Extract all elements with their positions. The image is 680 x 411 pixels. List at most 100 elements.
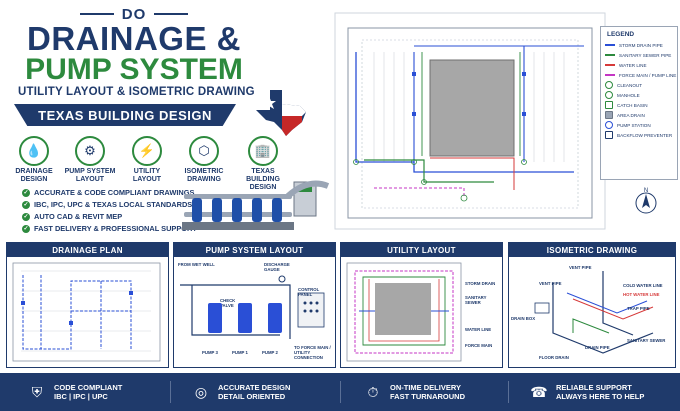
legend-label: CATCH BASIN [617, 102, 648, 108]
catch-basin-icon [605, 101, 613, 109]
pump-icon: ⚙ [75, 136, 105, 166]
service-texas-building-design: 🏢 TEXAS BUILDING DESIGN [237, 136, 289, 192]
footer-line-2: DETAIL ORIENTED [218, 392, 286, 401]
service-label: ISOMETRIC DRAWING [184, 168, 224, 183]
footer-line-1: ACCURATE DESIGN [218, 382, 291, 392]
plug-icon: ⚡ [132, 136, 162, 166]
drop-icon: 💧 [19, 136, 49, 166]
feature-item: ✓ FAST DELIVERY & PROFESSIONAL SUPPORT [22, 224, 202, 233]
feature-item: ✓ AUTO CAD & REVIT MEP [22, 212, 202, 221]
headset-icon: ☎ [530, 383, 548, 400]
footer-line-1: ON-TIME DELIVERY [390, 382, 461, 392]
service-label: PUMP SYSTEM LAYOUT [64, 168, 116, 183]
feature-text: AUTO CAD & REVIT MEP [34, 212, 123, 221]
cube-icon: ⬡ [189, 136, 219, 166]
pump-system-card: PUMP SYSTEM LAYOUT FROM WET WELL DISCHAR… [173, 242, 336, 368]
north-arrow-icon: N [635, 188, 657, 214]
hot-water-label: HOT WATER LINE [623, 292, 660, 297]
pump-1-label: PUMP 1 [232, 350, 248, 355]
divider [154, 13, 189, 15]
feature-item: ✓ IBC, IPC, UPC & TEXAS LOCAL STANDARDS [22, 200, 202, 209]
divider [79, 13, 114, 15]
site-drainage-plan [334, 12, 606, 230]
legend-panel: LEGEND STORM DRAIN PIPE SANITARY SEWER P… [600, 26, 678, 180]
footer-line-1: CODE COMPLIANT [54, 382, 123, 392]
subtitle: UTILITY LAYOUT & ISOMETRIC DRAWING [18, 86, 255, 98]
texas-flag-icon [256, 90, 306, 136]
service-isometric-drawing: ⬡ ISOMETRIC DRAWING [178, 136, 230, 184]
utility-plan-drawing [346, 262, 462, 362]
to-force-main-label: TO FORCE MAIN / UTILITY CONNECTION [294, 345, 331, 360]
target-icon: ◎ [194, 383, 208, 400]
footer-divider [340, 381, 341, 403]
sanitary-sewer-label: SANITARY SEWER [627, 338, 666, 343]
sanitary-sewer-label: SANITARY SEWER [465, 295, 487, 305]
check-icon: ✓ [22, 212, 30, 221]
pump-station-icon [605, 121, 613, 129]
cleanout-icon [605, 81, 613, 89]
footer-divider [508, 381, 509, 403]
pump-skid-illustration [182, 180, 330, 230]
legend-item: STORM DRAIN PIPE [601, 40, 677, 50]
legend-item: WATER LINE [601, 60, 677, 70]
feature-item: ✓ ACCURATE & CODE COMPLIANT DRAWINGS [22, 188, 202, 197]
drainage-plan-drawing [12, 262, 161, 362]
legend-item: AREA DRAIN [601, 110, 677, 120]
legend-label: AREA DRAIN [617, 112, 645, 118]
card-title: ISOMETRIC DRAWING [509, 243, 675, 257]
building-icon: 🏢 [248, 136, 278, 166]
service-label: TEXAS BUILDING DESIGN [246, 168, 280, 191]
from-wet-well-label: FROM WET WELL [178, 262, 215, 267]
manhole-icon [605, 91, 613, 99]
feature-text: FAST DELIVERY & PROFESSIONAL SUPPORT [34, 224, 197, 233]
legend-label: STORM DRAIN PIPE [619, 42, 663, 48]
title-line-1: DRAINAGE & [26, 20, 241, 57]
card-title: DRAINAGE PLAN [7, 243, 168, 257]
service-drainage-design: 💧 DRAINAGE DESIGN [8, 136, 60, 184]
discharge-gauge-label: DISCHARGE GAUGE [264, 262, 290, 272]
footer-line-2: ALWAYS HERE TO HELP [556, 392, 645, 401]
area-drain-icon [605, 111, 613, 119]
drainage-plan-card: DRAINAGE PLAN [6, 242, 169, 368]
legend-item: SANITARY SEWER PIPE [601, 50, 677, 60]
pump-schematic [180, 275, 325, 339]
shield-check-icon: ⛨ [31, 383, 43, 400]
vent-pipe-label: VENT PIPE [569, 265, 592, 270]
feature-text: IBC, IPC, UPC & TEXAS LOCAL STANDARDS [34, 200, 193, 209]
utility-layout-card: UTILITY LAYOUT STORM DRAIN SANITARY SEWE… [340, 242, 503, 368]
check-icon: ✓ [22, 188, 30, 197]
legend-item: PUMP STATION [601, 120, 677, 130]
card-title: PUMP SYSTEM LAYOUT [174, 243, 335, 257]
do-label: DO [121, 5, 147, 23]
service-utility-layout: ⚡ UTILITY LAYOUT [121, 136, 173, 184]
isometric-drawing-card: ISOMETRIC DRAWING VENT PIPE VENT PIPE CO… [508, 242, 676, 368]
isometric-schematic [534, 271, 654, 354]
water-line-swatch [605, 64, 615, 66]
storm-drain-label: STORM DRAIN [465, 281, 496, 286]
pump-3-label: PUMP 3 [202, 350, 218, 355]
legend-label: PUMP STATION [617, 122, 651, 128]
texas-banner: TEXAS BUILDING DESIGN [14, 104, 236, 126]
legend-label: CLEANOUT [617, 82, 643, 88]
legend-label: BACKFLOW PREVENTER [617, 132, 673, 138]
force-main-label: FORCE MAIN [465, 343, 493, 348]
footer-divider [170, 381, 171, 403]
legend-label: FORCE MAIN / PUMP LINE [619, 72, 677, 78]
trap-pipe-label: TRAP PIPE [627, 306, 650, 311]
sewer-line-swatch [605, 54, 615, 56]
legend-item: MANHOLE [601, 90, 677, 100]
floor-drain-label: FLOOR DRAIN [539, 355, 569, 360]
footer-line-2: FAST TURNAROUND [390, 392, 465, 401]
legend-item: BACKFLOW PREVENTER [601, 130, 677, 140]
title-line-2: PUMP SYSTEM [25, 53, 243, 86]
legend-label: SANITARY SEWER PIPE [619, 52, 672, 58]
service-label: UTILITY LAYOUT [132, 168, 162, 183]
check-icon: ✓ [22, 224, 30, 233]
north-label: N [644, 188, 648, 194]
storm-line-swatch [605, 44, 615, 46]
legend-item: CLEANOUT [601, 80, 677, 90]
legend-item: CATCH BASIN [601, 100, 677, 110]
